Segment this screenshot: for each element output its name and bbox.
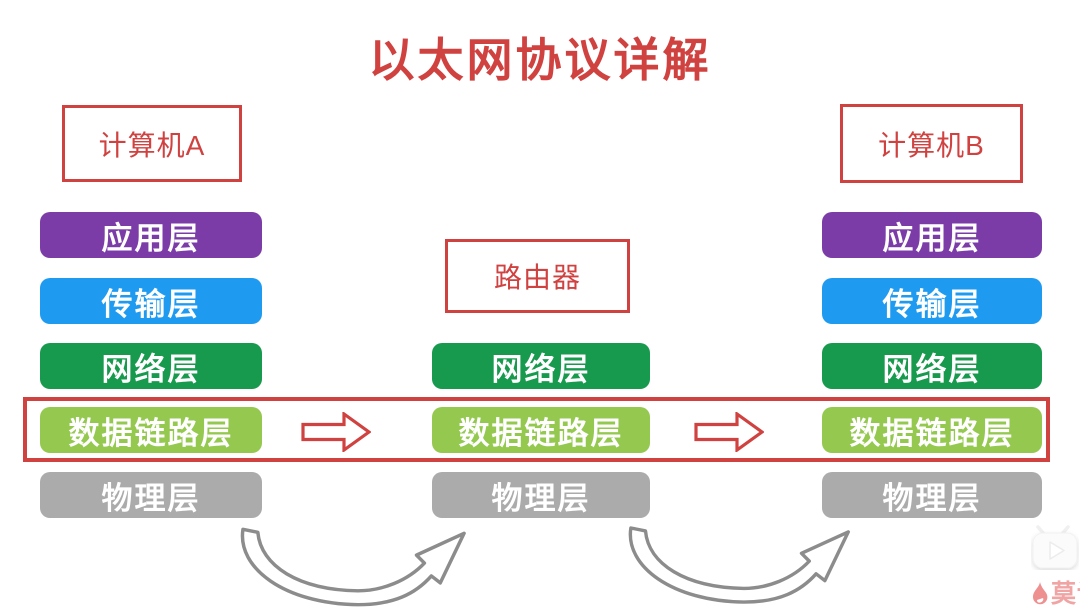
computer-a-label: 计算机A: [98, 129, 206, 161]
right-arrow-icon: [694, 412, 764, 452]
right-arrow-icon: [301, 412, 371, 452]
router-label: 路由器: [493, 262, 581, 293]
layer-router-physical: 物理层: [432, 472, 650, 518]
layer-a-application: 应用层: [40, 212, 262, 258]
layer-b-physical: 物理层: [822, 472, 1042, 518]
layer-router-network: 网络层: [432, 343, 650, 389]
layer-a-transport: 传输层: [40, 278, 262, 324]
layer-router-datalink: 数据链路层: [432, 407, 650, 453]
layer-a-network: 网络层: [40, 343, 262, 389]
layer-b-transport: 传输层: [822, 278, 1042, 324]
page-title: 以太网协议详解: [368, 34, 712, 86]
brand-text: 莫讠: [1051, 580, 1080, 608]
video-play-icon: [1032, 525, 1078, 569]
layer-b-network: 网络层: [822, 343, 1042, 389]
layer-b-datalink: 数据链路层: [822, 407, 1042, 453]
layer-a-physical: 物理层: [40, 472, 262, 518]
computer-b-box: 计算机B: [840, 104, 1023, 183]
router-box: 路由器: [445, 239, 630, 313]
layer-a-datalink: 数据链路层: [40, 407, 262, 453]
computer-a-box: 计算机A: [62, 105, 242, 182]
computer-b-label: 计算机B: [878, 129, 985, 161]
curved-arrow-icon: [240, 527, 466, 607]
layer-b-application: 应用层: [822, 212, 1042, 258]
curved-arrow-icon: [628, 526, 850, 604]
flame-icon: [1033, 582, 1048, 605]
brand-watermark: 莫讠: [1031, 581, 1080, 607]
